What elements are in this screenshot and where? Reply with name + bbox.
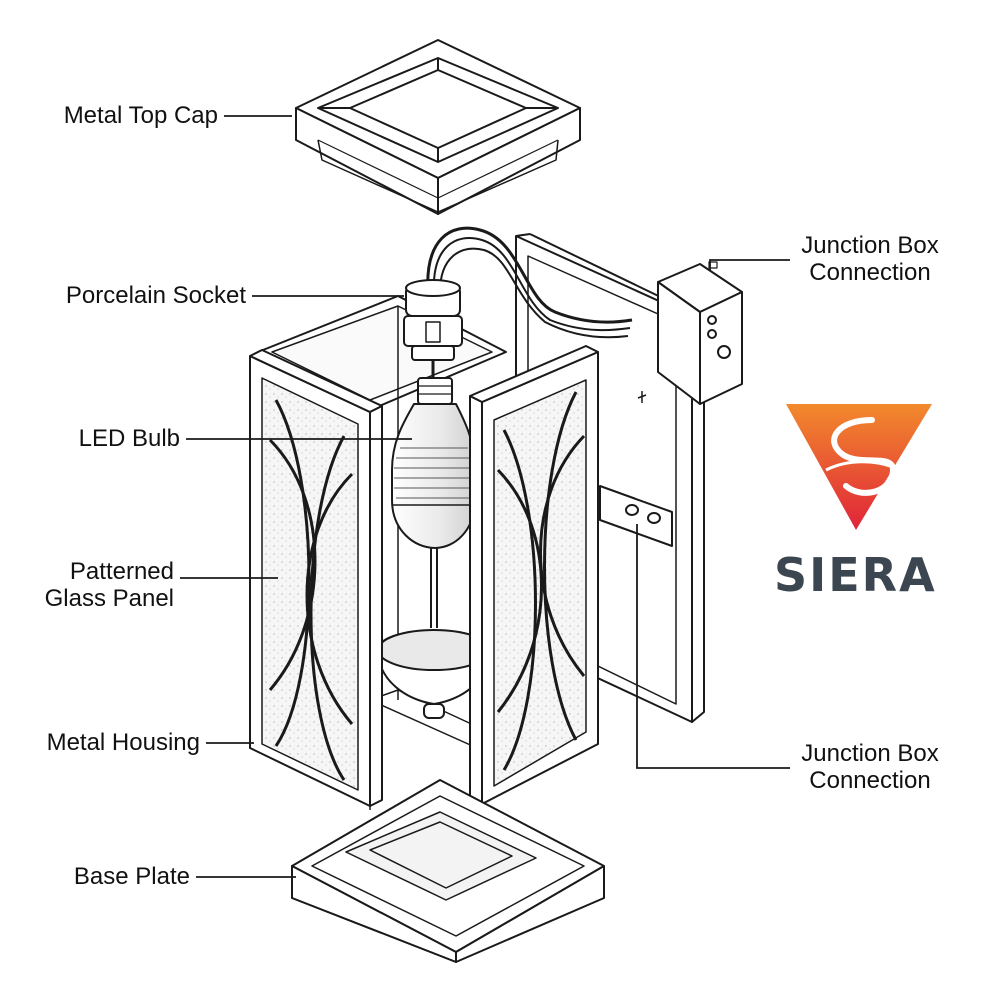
siera-logo-mark [786,404,932,530]
siera-wordmark: SIERA [774,548,937,602]
leader-lines [180,115,790,878]
label-junction-box-connection-bottom: Junction Box Connection [801,740,939,794]
patterned-glass-panel-left [249,349,383,807]
label-metal-housing: Metal Housing [46,729,200,756]
patterned-glass-panel-right [469,345,599,805]
base-plate [291,779,605,963]
label-junction-box-connection-top: Junction Box Connection [801,232,939,286]
junction-box [657,261,743,405]
led-bulb [391,377,476,549]
label-patterned-glass-panel: Patterned Glass Panel [44,558,174,612]
label-porcelain-socket: Porcelain Socket [65,282,246,309]
label-led-bulb: LED Bulb [78,425,180,452]
porcelain-socket [403,279,463,382]
metal-top-cap [295,39,581,215]
label-metal-top-cap: Metal Top Cap [63,102,218,129]
wires [426,226,633,339]
reflector-cup [377,548,491,719]
label-base-plate: Base Plate [73,863,190,890]
